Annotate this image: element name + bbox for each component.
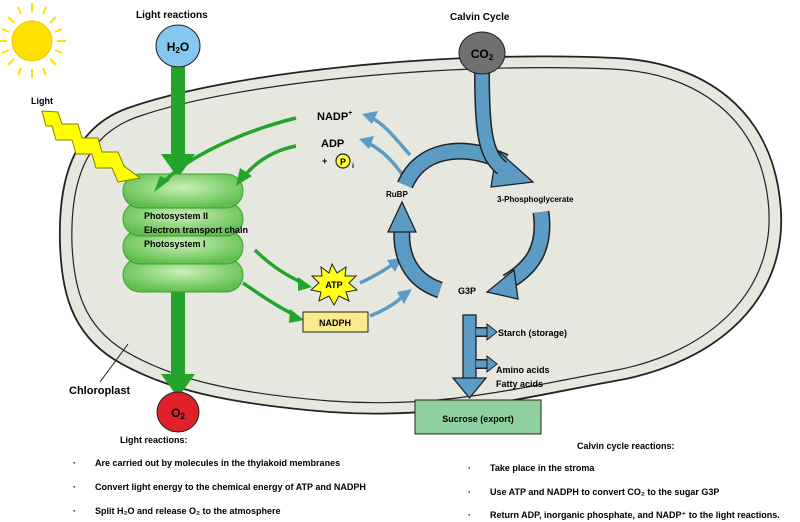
svg-text:ATP: ATP	[325, 280, 342, 290]
light-note-3: · Split H₂O and release O₂ to the atmosph…	[73, 506, 281, 516]
lightning-bolt-icon	[41, 110, 142, 183]
calvin-note-3: · Return ADP, inorganic phosphate, and NA…	[468, 510, 780, 521]
atp-star: ATP	[309, 262, 359, 307]
phosphoglycerate-label: 3-Phosphoglycerate	[497, 195, 574, 204]
svg-text:Sucrose (export): Sucrose (export)	[442, 414, 514, 424]
chloroplast-outer-membrane	[58, 55, 783, 415]
sun-icon	[0, 3, 66, 78]
svg-text:P: P	[340, 157, 346, 167]
h2o-molecule: H2O	[155, 24, 201, 68]
calvin-note-3-text: Return ADP, inorganic phosphate, and NAD…	[490, 510, 780, 520]
thylakoid-stack	[122, 173, 244, 293]
g3p-label: G3P	[458, 286, 476, 296]
svg-text:i: i	[352, 163, 354, 170]
amino-acids-label: Amino acids	[496, 365, 550, 375]
bullet: ·	[468, 487, 471, 497]
nadp-plus-label: NADP+	[317, 110, 352, 123]
nadp-return-arrow	[154, 116, 297, 192]
light-note-1: · Are carried out by molecules in the thy…	[73, 458, 340, 468]
light-note-1-text: Are carried out by molecules in the thyl…	[95, 458, 341, 468]
calvin-to-nadp-arrow	[362, 111, 412, 157]
phosphate-icon: P i	[335, 153, 354, 170]
light-note-2: · Convert light energy to the chemical en…	[73, 482, 366, 492]
light-reactions-title: Light reactions	[136, 10, 208, 21]
nadph-box: NADPH	[302, 311, 369, 333]
light-label: Light	[31, 96, 53, 106]
o2-molecule: O2	[156, 391, 200, 433]
h2o-input-arrow	[161, 64, 195, 178]
co2-molecule: CO2	[458, 31, 506, 75]
svg-text:CO2: CO2	[471, 47, 494, 62]
sucrose-box: Sucrose (export)	[414, 399, 542, 435]
svg-text:O2: O2	[171, 406, 185, 421]
bullet: ·	[468, 463, 471, 473]
adp-return-arrow	[236, 144, 297, 186]
calvin-note-2-text: Use ATP and NADPH to convert CO₂ to the …	[490, 487, 720, 497]
calvin-cycle-title: Calvin Cycle	[450, 12, 510, 23]
bullet: ·	[73, 482, 76, 492]
calvin-note-1: · Take place in the stroma	[468, 463, 594, 473]
o2-release-arrow	[161, 290, 195, 398]
starch-label: Starch (storage)	[498, 328, 567, 338]
svg-text:H2O: H2O	[167, 40, 189, 55]
calvin-cycle-arrows	[386, 71, 551, 400]
light-note-2-text: Convert light energy to the chemical ene…	[95, 482, 366, 492]
rubp-label: RuBP	[386, 190, 408, 199]
chloroplast-leader-line	[99, 343, 129, 383]
chloroplast-label: Chloroplast	[69, 385, 130, 397]
nadph-to-cycle-arrow	[369, 289, 412, 318]
photosystem-i-label: Photosystem I	[144, 239, 206, 249]
photosystem-ii-label: Photosystem II	[144, 211, 208, 221]
bullet: ·	[73, 458, 76, 468]
chloroplast-inner-membrane	[71, 67, 770, 404]
calvin-note-1-text: Take place in the stroma	[490, 463, 595, 473]
calvin-notes-heading: Calvin cycle reactions:	[577, 441, 675, 451]
bullet: ·	[73, 506, 76, 516]
pi-plus-label: +	[322, 156, 327, 166]
light-note-3-text: Split H₂O and release O₂ to the atmosphe…	[95, 506, 281, 516]
light-reactions-notes-heading: Light reactions:	[120, 435, 188, 445]
adp-label: ADP	[321, 138, 344, 150]
nadph-production-arrow	[242, 281, 304, 323]
bullet: ·	[468, 510, 471, 520]
svg-text:NADPH: NADPH	[319, 318, 351, 328]
electron-transport-chain-label: Electron transport chain	[144, 225, 248, 235]
fatty-acids-label: Fatty acids	[496, 379, 543, 389]
calvin-note-2: · Use ATP and NADPH to convert CO₂ to the…	[468, 487, 719, 497]
atp-production-arrow	[253, 248, 312, 291]
